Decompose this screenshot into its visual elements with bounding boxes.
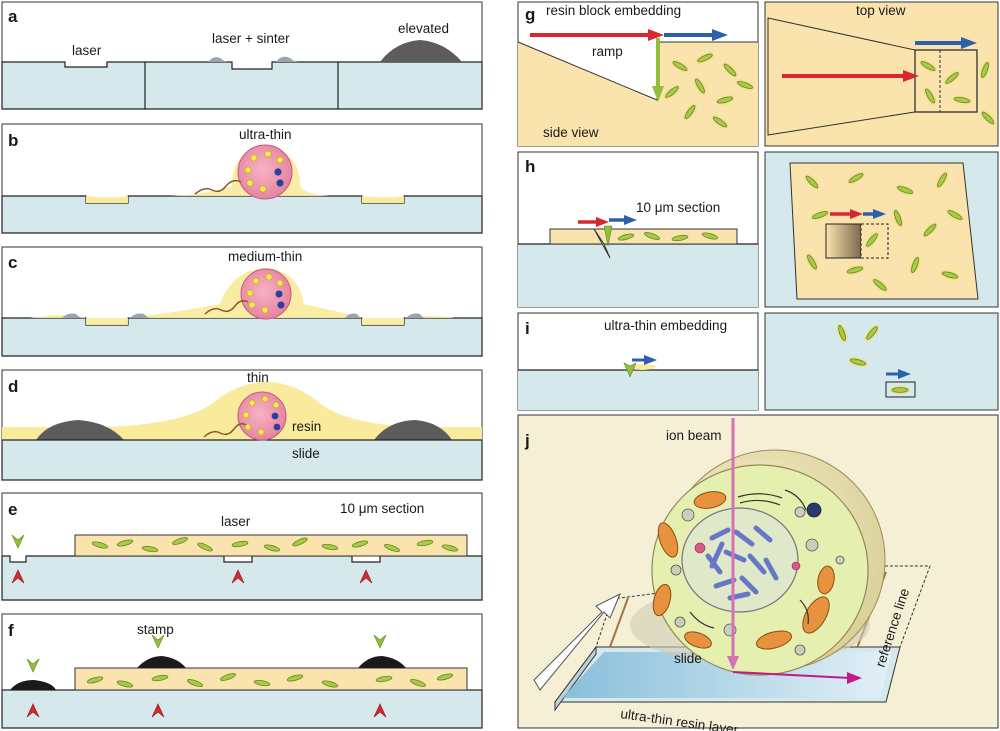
sinter-debris [208,57,228,62]
panel-c: c medium-thin [1,246,483,357]
panel-letter: b [8,131,18,150]
label-resin: resin [292,419,321,434]
label-slide: slide [292,446,320,461]
label-ion-beam: ion beam [666,428,722,443]
panel-d: d thin resin slide [1,369,483,481]
panel-a: a laser laser + sinter elevated [1,1,483,110]
sinter-debris [276,56,298,62]
panel-f: f stamp [1,613,483,729]
label-stamp: stamp [137,622,174,637]
label-laser: laser [72,43,102,58]
panel-letter: h [525,157,535,176]
panel-i-side: i ultra-thin embedding [517,312,759,411]
label-ultra-thin-embedding: ultra-thin embedding [604,318,727,333]
panel-e: e laser 10 μm section [1,492,483,601]
label-section: 10 μm section [340,501,424,516]
label-laser: laser [221,514,251,529]
label-elevated: elevated [398,21,449,36]
panel-i-top [764,312,999,411]
panel-letter: j [524,431,530,450]
label-slide: slide [674,651,702,666]
stamp-mark [137,656,186,668]
panel-letter: e [8,500,17,519]
label-ultra-thin: ultra-thin [239,127,292,142]
label-side-view: side view [543,125,599,140]
panel-letter: d [8,377,18,396]
panel-g-top: top view [764,1,999,147]
elevated-feature [380,40,462,62]
label-resin-block: resin block embedding [546,3,681,18]
panel-letter: c [8,253,17,272]
panel-g-side: g resin block embedding ramp side view [517,1,759,147]
label-section: 10 μm section [636,200,720,215]
panel-letter: a [8,7,18,26]
panel-h-side: h 10 μm section [517,151,759,308]
panel-letter: g [525,5,535,24]
label-ramp: ramp [592,44,623,59]
panel-letter: i [525,319,530,338]
panel-h-top [764,151,999,308]
panel-j: j ion beam slide ultra-thin resin layer … [517,414,999,731]
panel-b: b ultra-thin [1,123,483,234]
label-top-view: top view [856,3,906,18]
panel-letter: f [8,621,14,640]
label-thin: thin [247,370,269,385]
label-medium-thin: medium-thin [228,249,302,264]
label-laser-sinter: laser + sinter [212,31,290,46]
